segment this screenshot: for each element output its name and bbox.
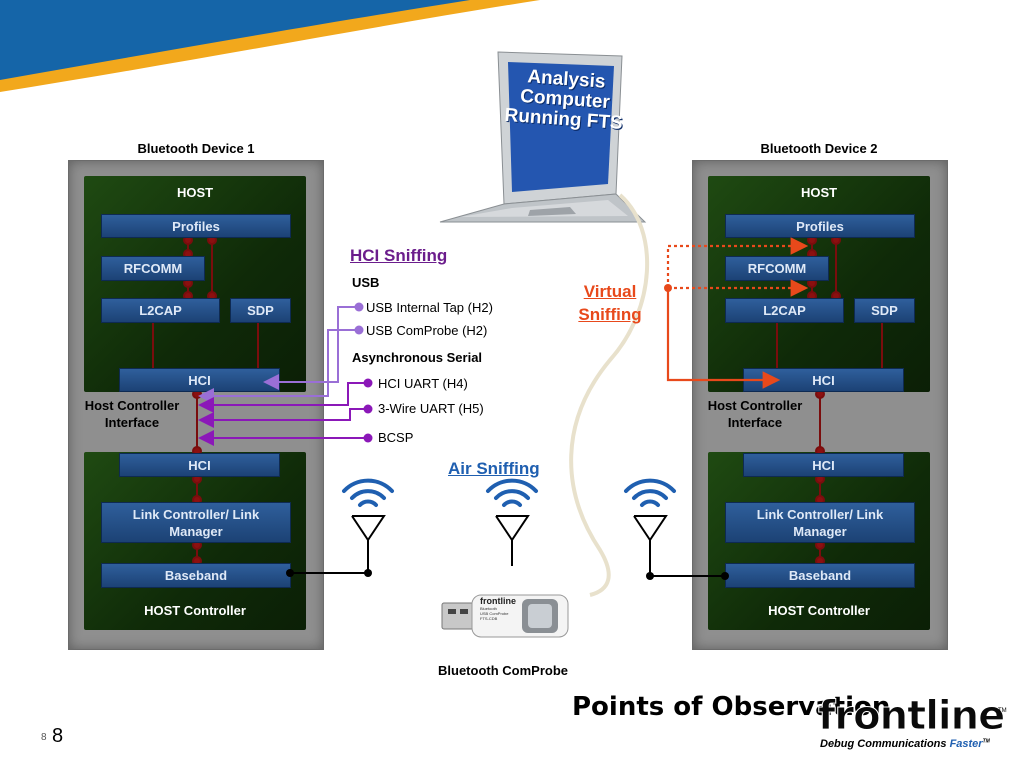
device1-host-controller-label: HOST Controller <box>144 603 246 618</box>
device2-rfcomm-box: RFCOMM <box>725 256 829 281</box>
device2-host-controller-label: HOST Controller <box>768 603 870 618</box>
comprobe-brand: frontline <box>480 596 516 606</box>
usb-option-comprobe: USB ComProbe (H2) <box>366 323 488 338</box>
device1-rfcomm-box: RFCOMM <box>101 256 205 281</box>
frontline-logo: frontline TM Debug Communications Faster… <box>817 693 1008 756</box>
device1-host-block <box>84 176 306 392</box>
device2-host-label: HOST <box>800 185 838 200</box>
device2-hci-interface-label: Host Controller Interface <box>707 398 803 430</box>
device2-hci-bottom-box: HCI <box>743 453 904 477</box>
page-number-small: 8 <box>41 732 47 743</box>
device1-sdp-box: SDP <box>230 298 291 323</box>
serial-option-h4: HCI UART (H4) <box>378 376 468 391</box>
device2-link-box: Link Controller/ Link Manager <box>725 502 915 543</box>
comprobe-fine-print-2: USB ComProbe <box>480 611 509 616</box>
frontline-tagline: Debug Communications FasterTM <box>820 738 990 750</box>
laptop-cable <box>569 193 650 597</box>
frontline-logo-wordmark: frontline <box>817 693 1005 739</box>
device2-title: Bluetooth Device 2 <box>760 141 878 156</box>
air-sniffing-heading: Air Sniffing <box>448 459 540 478</box>
device2-sdp-box: SDP <box>854 298 915 323</box>
comprobe-fine-print-1: Bluetooth <box>480 606 497 611</box>
device1-host-label: HOST <box>176 185 214 200</box>
comprobe-label: Bluetooth ComProbe <box>438 663 568 678</box>
analysis-laptop-illustration <box>439 51 647 223</box>
device1-baseband-box: Baseband <box>101 563 291 588</box>
device1-profiles-box: Profiles <box>101 214 291 238</box>
device2-l2cap-box: L2CAP <box>725 298 844 323</box>
serial-heading: Asynchronous Serial <box>352 350 483 365</box>
usb-option-internal-tap: USB Internal Tap (H2) <box>366 300 493 315</box>
serial-option-bcsp: BCSP <box>378 430 414 445</box>
hci-sniffing-connectors <box>198 302 373 446</box>
device1-l2cap-box: L2CAP <box>101 298 220 323</box>
device1-hci-bottom-box: HCI <box>119 453 280 477</box>
tagline-accent: Faster <box>949 738 983 750</box>
page-number: 8 <box>52 725 64 747</box>
device1-title: Bluetooth Device 1 <box>137 141 255 156</box>
top-decorative-band <box>0 0 540 92</box>
device2-host-block <box>708 176 930 392</box>
hci-sniffing-heading: HCI Sniffing <box>350 246 448 265</box>
air-sniffing-antennas <box>286 478 729 580</box>
tagline-tm: TM <box>982 738 990 745</box>
virtual-sniffing-heading: Virtual Sniffing <box>578 282 642 324</box>
device2-baseband-box: Baseband <box>725 563 915 588</box>
device1-hci-interface-label: Host Controller Interface <box>84 398 180 430</box>
virtual-sniffing-connectors <box>664 237 809 389</box>
comprobe-fine-print-3: FTS-CDB <box>480 616 498 621</box>
device1-link-box: Link Controller/ Link Manager <box>101 502 291 543</box>
serial-option-h5: 3-Wire UART (H5) <box>378 401 484 416</box>
slide-title: Points of Observation <box>572 692 891 722</box>
comprobe-dongle-illustration <box>441 594 569 638</box>
tagline-main: Debug Communications <box>820 738 950 750</box>
device2-profiles-box: Profiles <box>725 214 915 238</box>
frontline-logo-tm: TM <box>998 708 1007 714</box>
usb-heading: USB <box>352 275 380 290</box>
